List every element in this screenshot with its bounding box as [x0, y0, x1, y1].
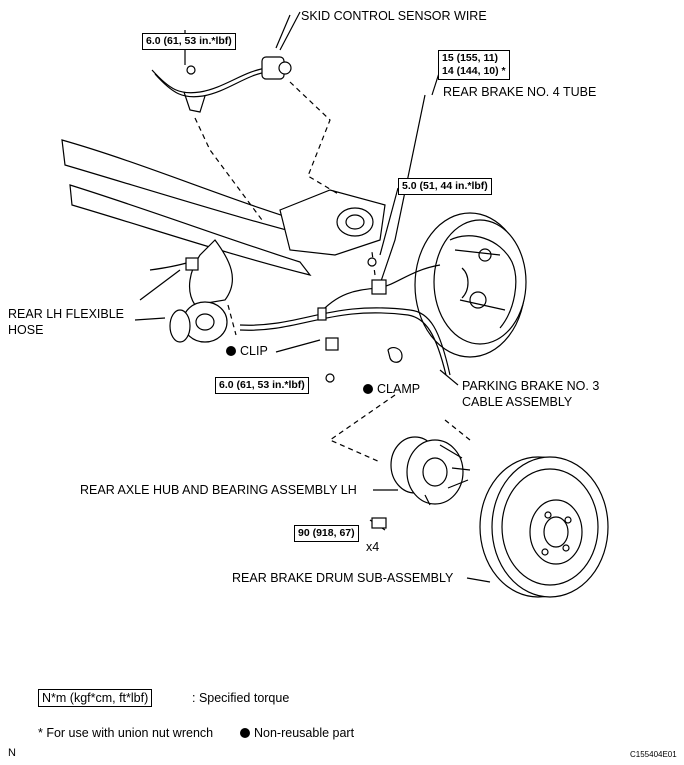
orientation-marker: N [8, 747, 16, 759]
torque-lower: 6.0 (61, 53 in.*lbf) [215, 377, 309, 394]
torque-hub: 90 (918, 67) [294, 525, 359, 542]
torque-brake-tube-line1: 15 (155, 11) [442, 52, 499, 64]
sensor-wire-drawing [151, 11, 301, 113]
non-reusable-marker [226, 346, 236, 356]
torque-brake-tube: 15 (155, 11) 14 (144, 10) * [438, 50, 510, 80]
torque-unit-description: : Specified torque [192, 691, 290, 705]
brake-drum-label: REAR BRAKE DRUM SUB-ASSEMBLY [232, 571, 454, 585]
flexible-hose-label-line1: REAR LH FLEXIBLE [8, 307, 125, 321]
axle-hub-drawing [369, 436, 471, 531]
clip-label: CLIP [226, 344, 268, 359]
torque-unit-box: N*m (kgf*cm, ft*lbf) [38, 689, 153, 707]
non-reusable-marker [240, 728, 250, 738]
brake-lines-drawing [139, 94, 451, 383]
clip-label-text: CLIP [240, 344, 268, 358]
clamp-label: CLAMP [363, 382, 420, 397]
clamp-label-text: CLAMP [377, 382, 421, 396]
axle-hub-label: REAR AXLE HUB AND BEARING ASSEMBLY LH [80, 483, 357, 497]
backing-plate-drawing [414, 212, 527, 358]
non-reusable-legend-text: Non-reusable part [254, 726, 355, 740]
torque-bracket: 5.0 (51, 44 in.*lbf) [398, 178, 492, 195]
figure-code: C155404E01 [630, 750, 677, 759]
non-reusable-marker [363, 384, 373, 394]
flexible-hose-label-line2: HOSE [8, 323, 44, 337]
skid-control-sensor-wire-label: SKID CONTROL SENSOR WIRE [301, 9, 487, 23]
torque-brake-tube-line2: 14 (144, 10) * [442, 65, 506, 77]
parking-brake-label-line1: PARKING BRAKE NO. 3 [462, 379, 600, 393]
parking-brake-label-line2: CABLE ASSEMBLY [462, 395, 573, 409]
axle-beam-drawing [61, 139, 386, 343]
rear-brake-tube-label: REAR BRAKE NO. 4 TUBE [443, 85, 597, 99]
union-nut-note: * For use with union nut wrench [38, 726, 214, 740]
brake-drum-drawing [479, 456, 609, 598]
non-reusable-legend: Non-reusable part [240, 726, 354, 741]
bolt-quantity-label: x4 [366, 540, 380, 554]
torque-sensor: 6.0 (61, 53 in.*lbf) [142, 33, 236, 50]
